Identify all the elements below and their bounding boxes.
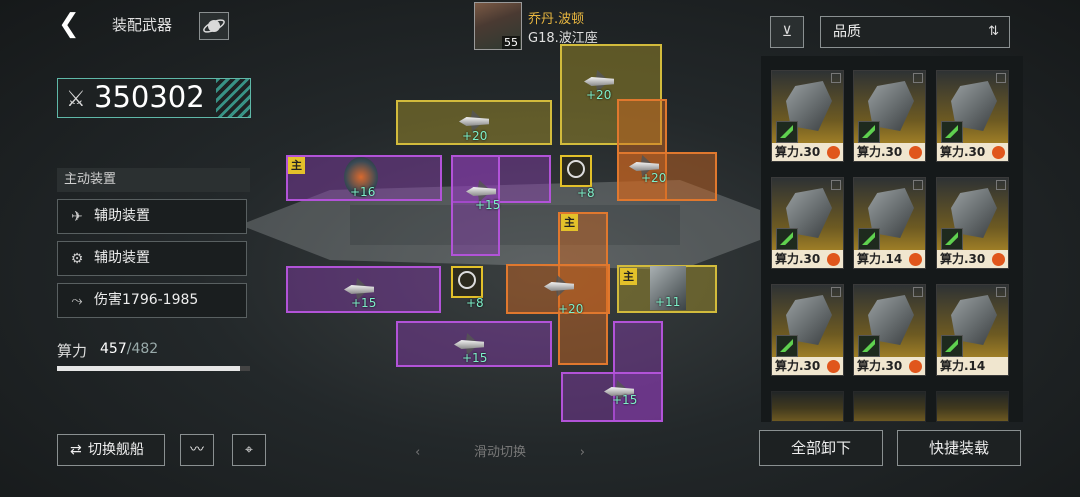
slot-bonus: +16 <box>350 185 376 199</box>
planet-icon[interactable] <box>199 12 229 40</box>
main-tag: 主 <box>561 214 578 231</box>
weapon-module <box>540 275 580 297</box>
quick-equip-button[interactable]: 快捷装载 <box>897 430 1021 466</box>
back-arrow-icon[interactable]: ❮ <box>58 9 80 39</box>
power-value: 350302 <box>94 80 205 114</box>
ship-damage-icon: ⤳ <box>71 293 83 309</box>
weapon-card[interactable]: 算力.30 <box>853 70 926 162</box>
aux-device-label: 辅助装置 <box>94 208 150 224</box>
capacity-value: 457/482 <box>100 341 159 357</box>
slot-bonus: +20 <box>558 302 584 316</box>
slot-bonus: +20 <box>586 88 612 102</box>
turret-device-icon <box>650 266 686 310</box>
swipe-hint: ‹ 滑动切换 › <box>415 445 585 460</box>
section-title: 主动装置 <box>57 168 250 192</box>
slot-bonus: +8 <box>466 296 484 310</box>
wave-icon[interactable]: 〰 <box>180 434 214 466</box>
slot-bonus: +15 <box>475 198 501 212</box>
crossed-swords-icon: ⚔ <box>66 87 86 112</box>
damage-label: 伤害1796-1985 <box>94 292 199 308</box>
sort-dropdown[interactable]: 品质 ⇅ <box>820 16 1010 48</box>
weapon-card[interactable]: 算力.30 <box>771 70 844 162</box>
slot-purple-bottom-v[interactable] <box>613 321 663 422</box>
damage-stat[interactable]: ⤳ 伤害1796-1985 <box>57 283 247 318</box>
power-display: ⚔ 350302 <box>57 78 251 118</box>
orb-device-icon <box>344 157 378 197</box>
captain-avatar[interactable]: 55 <box>474 2 522 50</box>
weapon-card[interactable]: 算力.30 <box>853 284 926 376</box>
slot-bonus: +20 <box>462 129 488 143</box>
weapon-module <box>580 70 620 92</box>
weapon-card-partial[interactable] <box>936 391 1009 422</box>
weapon-module <box>625 155 665 177</box>
switch-ship-button[interactable]: ⇄ 切换舰船 <box>57 434 165 466</box>
aux-device-label: 辅助装置 <box>94 250 150 266</box>
ship-emblem-icon[interactable]: ⌖ <box>232 434 266 466</box>
weapon-card[interactable]: 算力.30 <box>771 284 844 376</box>
sort-arrows-icon: ⇅ <box>988 24 999 39</box>
gear-circle-icon: ⚙ <box>70 251 84 267</box>
equipped-device-8b[interactable] <box>451 266 483 298</box>
slot-bonus: +20 <box>641 171 667 185</box>
weapon-inventory: 算力.30 算力.30 算力.30 算力.30 算力.14 算力.30 算力.3… <box>761 56 1023 422</box>
slot-bonus: +15 <box>351 296 377 310</box>
unload-all-button[interactable]: 全部卸下 <box>759 430 883 466</box>
weapon-card-partial[interactable] <box>771 391 844 422</box>
slot-bonus: +15 <box>612 393 638 407</box>
captain-name: 乔丹.波顿 <box>528 12 585 27</box>
main-tag: 主 <box>288 157 305 174</box>
aux-device-slot-1[interactable]: ✈ 辅助装置 <box>57 199 247 234</box>
slot-bonus: +11 <box>655 295 681 309</box>
weapon-card[interactable]: 算力.14 <box>853 177 926 269</box>
slot-bonus: +15 <box>462 351 488 365</box>
weapon-module <box>455 110 495 132</box>
slot-purple-mid[interactable] <box>451 155 551 203</box>
aircraft-icon: ✈ <box>71 209 83 225</box>
weapon-module <box>462 180 502 202</box>
swap-icon: ⇄ <box>70 442 82 458</box>
weapon-card[interactable]: 算力.30 <box>936 177 1009 269</box>
equipped-device-8a[interactable] <box>560 155 592 187</box>
weapon-card[interactable]: 算力.30 <box>936 70 1009 162</box>
weapon-card[interactable]: 算力.30 <box>771 177 844 269</box>
weapon-card[interactable]: 算力.14 <box>936 284 1009 376</box>
weapon-module <box>340 278 380 300</box>
captain-level: 55 <box>502 36 520 49</box>
slot-purple-mid-down[interactable] <box>451 155 500 256</box>
slot-top[interactable] <box>560 44 662 145</box>
filter-icon[interactable]: ⊻ <box>770 16 804 48</box>
aux-device-slot-2[interactable]: ⚙ 辅助装置 <box>57 241 247 276</box>
weapon-module <box>600 380 640 402</box>
slot-orange-top-right[interactable] <box>617 152 717 201</box>
main-tag: 主 <box>620 268 637 285</box>
slot-purple-bottom-h[interactable] <box>561 372 663 422</box>
weapon-module <box>450 333 490 355</box>
ship-name: G18.波江座 <box>528 31 598 46</box>
page-title: 装配武器 <box>112 16 173 34</box>
slot-bonus: +8 <box>577 186 595 200</box>
capacity-bar <box>57 366 250 371</box>
capacity-label: 算力 <box>57 342 88 360</box>
weapon-card-partial[interactable] <box>853 391 926 422</box>
ship-silhouette <box>240 180 760 270</box>
